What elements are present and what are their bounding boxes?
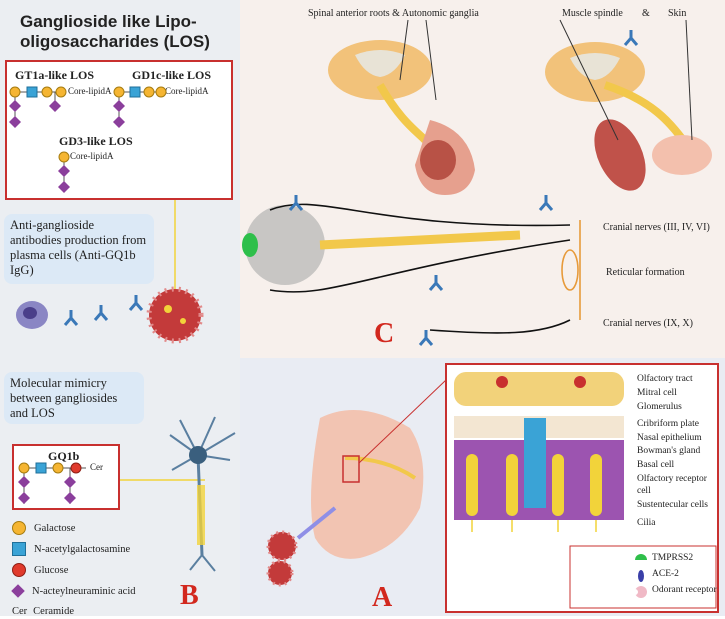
cilia-label: Cilia <box>637 518 656 528</box>
gq1b-label: GQ1b <box>48 449 80 463</box>
gd3-glycan <box>58 151 70 193</box>
spinal-cord-left <box>328 40 432 143</box>
gq1b-cer: Cer <box>90 462 103 472</box>
los-structures-box: GT1a-like LOS GD1c-like LOS GD3-like LOS… <box>5 60 233 200</box>
los-glycan-diagram <box>9 86 167 193</box>
sustentecular-cells-label: Sustentecular cells <box>637 500 708 510</box>
antibody-icon <box>63 295 144 326</box>
nasal-epithelium-label: Nasal epithelium <box>637 433 702 443</box>
gd3-label: GD3-like LOS <box>59 134 133 148</box>
reticular-formation-label: Reticular formation <box>606 267 685 278</box>
antibody-illustration <box>16 286 204 344</box>
bowmans-gland-label: Bowman's gland <box>637 446 701 456</box>
panel-a-illustration <box>266 363 719 613</box>
gt1a-glycan <box>9 86 67 128</box>
ampersand-label: & <box>642 8 650 19</box>
legend-icons-a <box>632 554 647 598</box>
gt1a-label: GT1a-like LOS <box>15 68 95 82</box>
red-circle-icon <box>12 563 26 577</box>
blue-square-icon <box>12 542 26 556</box>
molecular-mimicry-bubble: Molecular mimicry between gangliosides a… <box>4 372 144 424</box>
virus-icon <box>146 286 204 344</box>
gd1c-label: GD1c-like LOS <box>132 68 212 82</box>
panel-c-illustration <box>242 19 712 346</box>
gd3-core: Core-lipidA <box>70 151 114 161</box>
muscle-spindle-label: Muscle spindle <box>562 8 623 19</box>
legend-ceramide: Cer Ceramide <box>12 603 212 619</box>
legend-glucose: Glucose <box>12 562 212 578</box>
gt1a-core: Core-lipidA <box>68 86 112 96</box>
legend-galnac: N-acetylgalactosamine <box>12 541 212 557</box>
mitral-cells <box>496 376 586 388</box>
odorant-receptor-label: Odorant receptor <box>652 585 717 595</box>
antibody-production-bubble: Anti-ganglioside antibodies production f… <box>4 214 154 284</box>
antibody-icons-c <box>288 30 639 346</box>
mitral-cell-label: Mitral cell <box>637 388 677 398</box>
cranial-nerves-iii-label: Cranial nerves (III, IV, VI) <box>603 222 710 233</box>
gq1b-glycan <box>18 462 86 504</box>
olfactory-receptor-label-2: cell <box>637 486 651 496</box>
skin-label: Skin <box>668 8 687 19</box>
legend-label: Ceramide <box>33 605 74 617</box>
eye-illustration <box>242 205 521 285</box>
legend-label: N-acteylneuraminic acid <box>32 585 136 597</box>
virus-icons-a <box>266 506 337 587</box>
legend-label: Glucose <box>34 564 69 576</box>
panel-b-connectors <box>120 200 205 481</box>
gut-illustration <box>415 120 475 195</box>
olfactory-tract <box>454 372 624 406</box>
muscle-illustration <box>594 119 646 191</box>
nasal-epithelium <box>454 418 624 520</box>
head-profile <box>311 410 424 559</box>
gd1c-core: Core-lipidA <box>165 86 209 96</box>
plasma-cell-icon <box>16 301 48 329</box>
olfactory-receptor-label: Olfactory receptor <box>637 474 707 484</box>
panel-a-letter: A <box>372 582 393 613</box>
legend-label: Galactose <box>34 522 76 534</box>
ceramide-abbr: Cer <box>12 605 28 617</box>
cranial-nerves-ix-label: Cranial nerves (IX, X) <box>603 318 693 329</box>
gq1b-box: GQ1b Cer <box>12 444 120 510</box>
cilia <box>471 520 597 532</box>
cribriform-plate-label: Cribriform plate <box>637 419 699 429</box>
glomerulus-label: Glomerulus <box>637 402 682 412</box>
yellow-circle-icon <box>12 521 26 535</box>
basal-cell-label: Basal cell <box>637 460 675 470</box>
legend-galactose: Galactose <box>12 520 212 536</box>
spinal-roots-label: Spinal anterior roots & Autonomic gangli… <box>308 8 479 19</box>
olfactory-tract-label: Olfactory tract <box>637 374 693 384</box>
spinal-cord-right <box>545 42 694 153</box>
purple-diamond-icon <box>11 584 25 598</box>
los-title: Ganglioside like Lipo-oligosaccharides (… <box>20 12 210 51</box>
tmprss2-label: TMPRSS2 <box>652 553 694 563</box>
legend-label: N-acetylgalactosamine <box>34 543 131 555</box>
legend-neu5ac: N-acteylneuraminic acid <box>11 583 212 599</box>
panel-c-letter: C <box>374 318 395 349</box>
neuron-illustration <box>169 416 236 572</box>
skin-illustration <box>652 135 712 175</box>
panel-b-letter: B <box>180 580 199 611</box>
glycan-legend: Galactose N-acetylgalactosamine Glucose … <box>11 520 212 619</box>
ace2-label: ACE-2 <box>652 569 679 579</box>
gd1c-glycan <box>113 86 167 128</box>
